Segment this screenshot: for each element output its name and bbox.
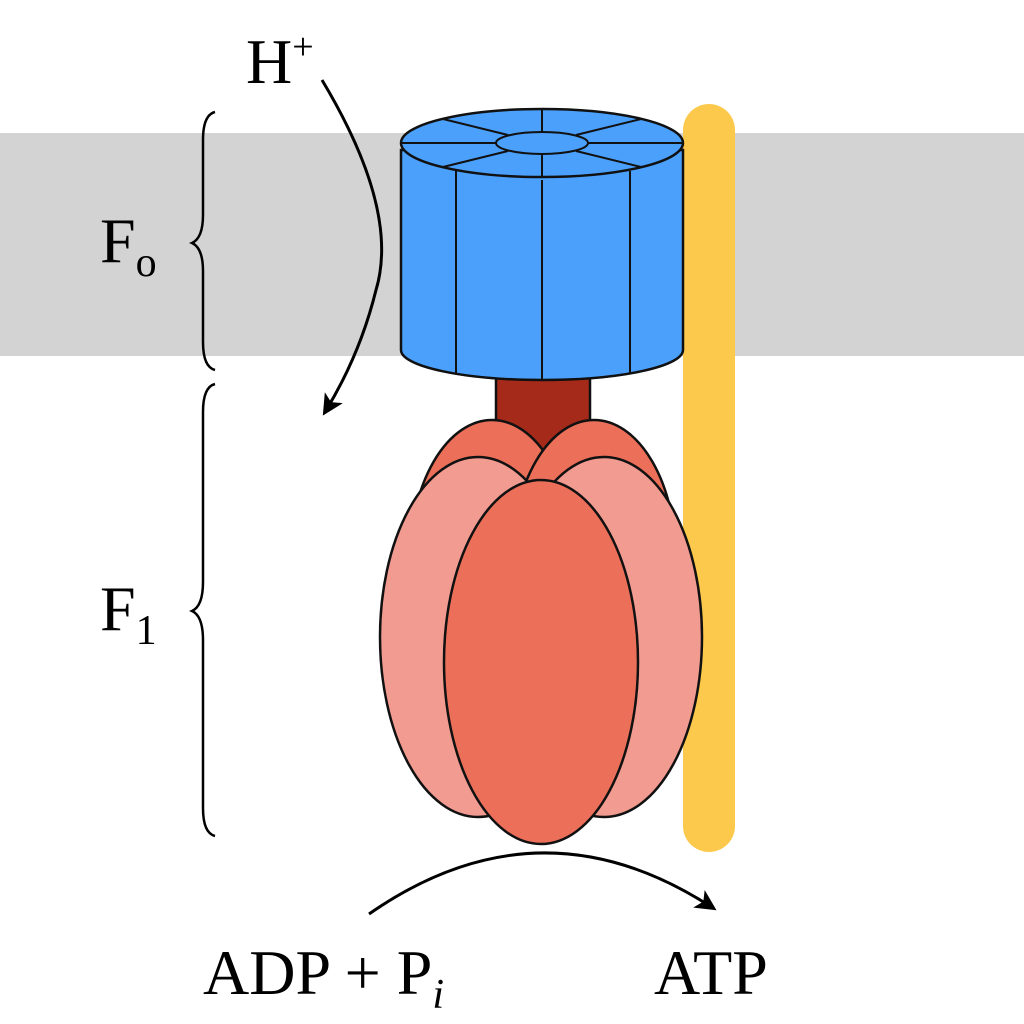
fo-brace xyxy=(188,110,216,372)
proton-flow-arrow xyxy=(320,79,384,416)
proton-label: H+ xyxy=(246,26,314,97)
f1-head xyxy=(378,418,704,846)
c-ring xyxy=(399,107,685,382)
reaction-arrow xyxy=(368,851,717,916)
reactant-label: ADP + Pi xyxy=(203,937,444,1018)
f1-label: F1 xyxy=(100,573,157,654)
fo-label: Fo xyxy=(100,205,157,286)
product-label: ATP xyxy=(654,937,768,1008)
beta-subunit-front xyxy=(442,478,640,846)
f1-brace xyxy=(188,382,216,838)
